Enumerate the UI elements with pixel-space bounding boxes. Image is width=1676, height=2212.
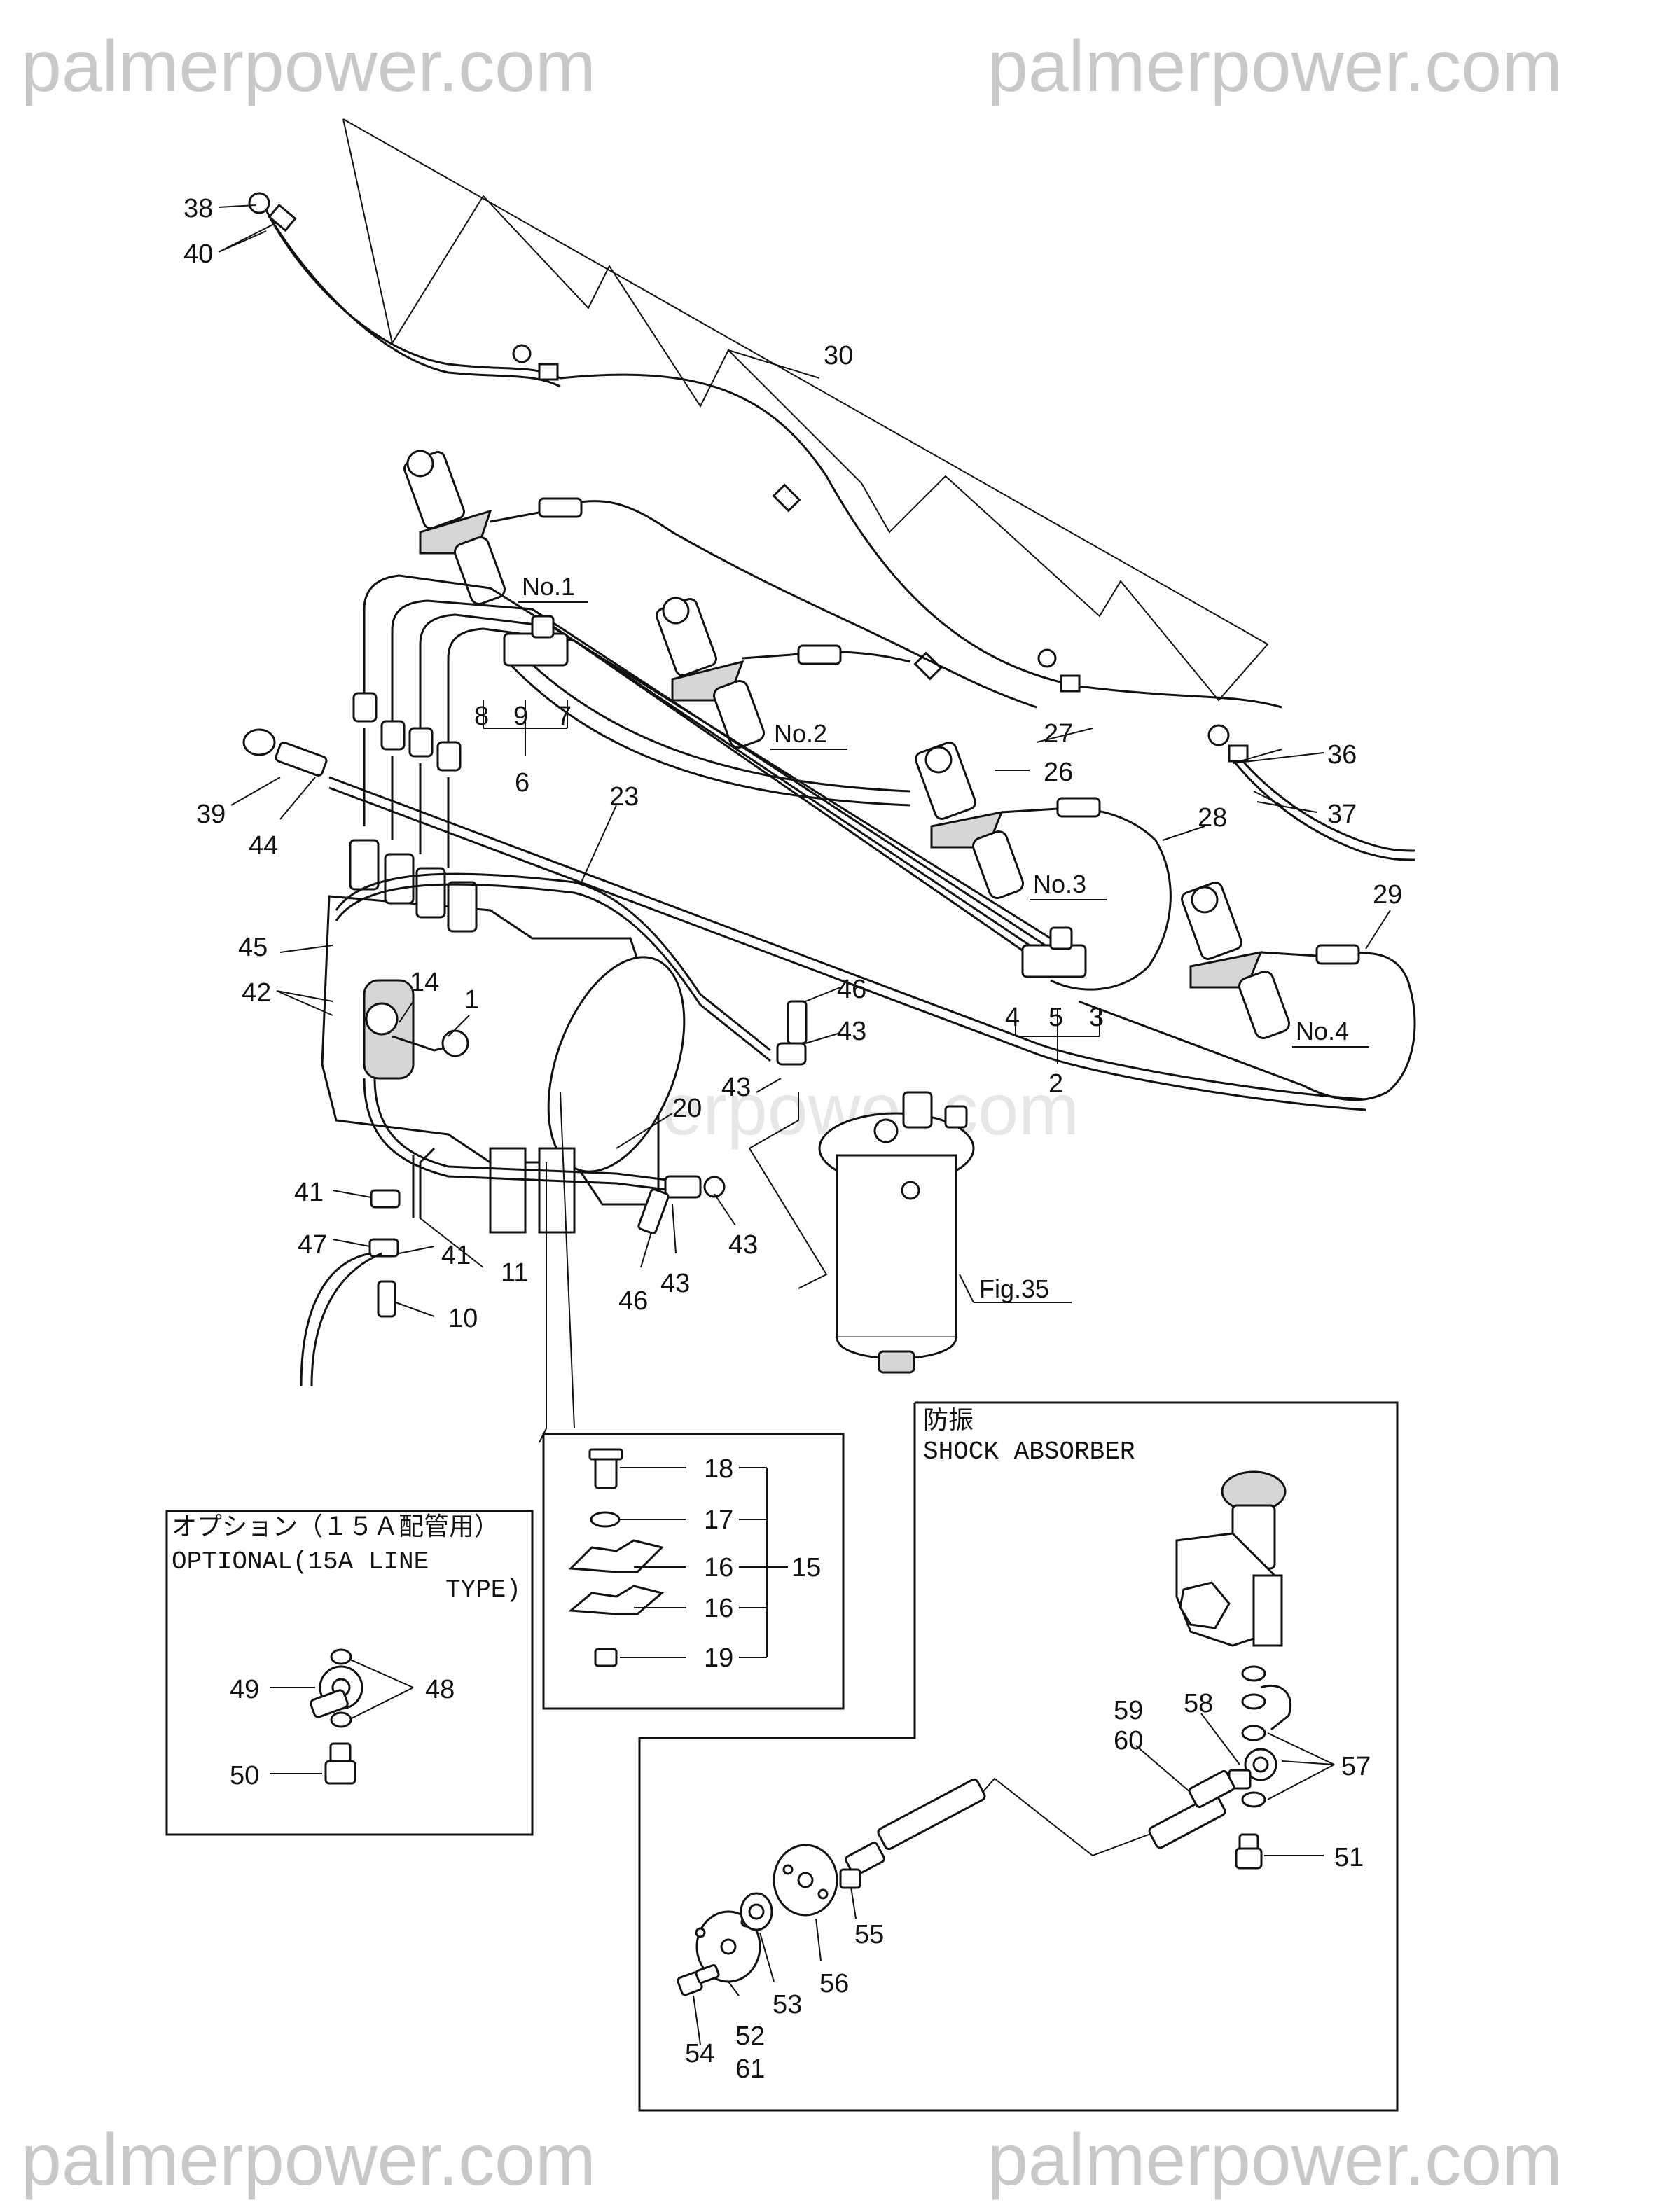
callout-20: 20 (672, 1094, 702, 1123)
cylinder-no4-label: No.4 (1296, 1017, 1349, 1045)
pipe-clamp-lower (1015, 926, 1100, 1064)
shock-title-jp: 防振 (923, 1407, 974, 1436)
callout-16-b: 16 (704, 1594, 733, 1623)
watermark-top-left: palmerpower.com (21, 26, 596, 107)
watermark-bottom-left: palmerpower.com (21, 2120, 596, 2201)
callout-38: 38 (183, 194, 213, 223)
callout-7: 7 (557, 702, 572, 731)
callout-55: 55 (854, 1920, 884, 1949)
shock-absorber-box: 防振 SHOCK ABSORBER (638, 1401, 1399, 2112)
detail-leader-right (560, 1092, 575, 1429)
callout-9: 9 (513, 702, 528, 731)
callout-61: 61 (735, 2054, 765, 2084)
callout-19: 19 (704, 1643, 733, 1673)
cylinder-no3-label: No.3 (1033, 870, 1086, 898)
injection-pump (321, 839, 686, 1234)
callout-56: 56 (819, 1969, 849, 1998)
clamp-detail-box: 18 17 16 16 19 15 (542, 1433, 845, 1710)
callout-46-upper: 46 (837, 975, 866, 1004)
callout-11: 11 (501, 1258, 528, 1288)
injector-no3 (915, 742, 1172, 991)
callout-53: 53 (773, 1990, 802, 2019)
callout-28: 28 (1198, 803, 1227, 833)
callout-58: 58 (1184, 1689, 1213, 1718)
main-assembly-drawing: 38 40 30 No.1 8 9 7 6 No.2 27 26 36 37 3… (183, 118, 1416, 1443)
callout-29: 29 (1373, 880, 1402, 910)
fig-reference: Fig.35 (979, 1274, 1049, 1303)
detail-leader-left (539, 1162, 547, 1443)
optional-15a-line-box: オプション（１５Ａ配管用） OPTIONAL(15A LINE TYPE) 49… (165, 1510, 534, 1836)
callout-8: 8 (474, 702, 489, 731)
callout-44: 44 (249, 831, 278, 861)
callout-60: 60 (1114, 1726, 1143, 1755)
injector-no2 (656, 597, 911, 749)
callout-6: 6 (515, 768, 529, 798)
callout-43-lower-a: 43 (728, 1230, 758, 1260)
callout-2: 2 (1048, 1069, 1063, 1099)
optional-title-jp: オプション（１５Ａ配管用） (172, 1512, 499, 1543)
callout-39: 39 (196, 800, 226, 829)
callout-51: 51 (1334, 1843, 1364, 1872)
callout-1: 1 (464, 985, 479, 1015)
callout-23: 23 (609, 782, 639, 812)
callout-36: 36 (1327, 740, 1357, 770)
injector-no4 (1078, 882, 1416, 1101)
optional-title-en-1: OPTIONAL(15A LINE (172, 1547, 429, 1576)
callout-45: 45 (238, 933, 268, 962)
callout-15: 15 (791, 1553, 821, 1583)
callout-27: 27 (1044, 719, 1073, 749)
callout-37: 37 (1327, 800, 1357, 829)
banjo-bolt-38 (248, 192, 270, 214)
callout-48: 48 (425, 1675, 455, 1704)
callout-41-a: 41 (294, 1178, 324, 1207)
callout-46-lower: 46 (618, 1286, 648, 1316)
fuel-filter (748, 1091, 1072, 1374)
injector-no1 (403, 450, 1037, 709)
leak-off-line (248, 192, 1415, 861)
callout-14: 14 (410, 968, 439, 997)
callout-43-upper-b: 43 (721, 1073, 751, 1102)
callout-30: 30 (824, 341, 853, 370)
callout-16-a: 16 (704, 1553, 733, 1583)
callout-42: 42 (242, 978, 271, 1008)
leak-off-pipe-leader (342, 118, 1269, 702)
callout-54: 54 (685, 2039, 714, 2068)
watermark-bottom-right: palmerpower.com (988, 2120, 1563, 2201)
callout-47: 47 (298, 1230, 327, 1260)
shock-title-en: SHOCK ABSORBER (923, 1438, 1135, 1466)
high-pressure-pipes (352, 574, 1051, 971)
drain-line (300, 1147, 436, 1387)
callout-5: 5 (1048, 1003, 1063, 1032)
pipe-clamp-upper (483, 615, 569, 756)
callout-26: 26 (1044, 758, 1073, 787)
cylinder-no1-label: No.1 (522, 572, 575, 601)
callout-10: 10 (448, 1304, 478, 1333)
callout-41-b: 41 (441, 1241, 471, 1270)
callout-18: 18 (704, 1454, 733, 1484)
callout-50: 50 (230, 1761, 259, 1790)
return-pipe (242, 728, 1366, 1111)
callout-4: 4 (1005, 1003, 1020, 1032)
watermark-top-right: palmerpower.com (988, 26, 1563, 107)
callout-43-upper-a: 43 (837, 1017, 866, 1046)
callout-17: 17 (704, 1505, 733, 1535)
callout-3: 3 (1089, 1003, 1104, 1032)
callout-59: 59 (1114, 1696, 1143, 1725)
callout-49: 49 (230, 1675, 259, 1704)
callout-leaders (218, 204, 1391, 1317)
fuel-feed-pipes (335, 872, 808, 1234)
callout-52: 52 (735, 2022, 765, 2051)
callout-40: 40 (183, 239, 213, 269)
optional-title-en-2: TYPE) (445, 1575, 521, 1604)
callout-57: 57 (1341, 1752, 1371, 1781)
cylinder-no2-label: No.2 (774, 719, 827, 748)
callout-43-lower-b: 43 (660, 1269, 690, 1298)
